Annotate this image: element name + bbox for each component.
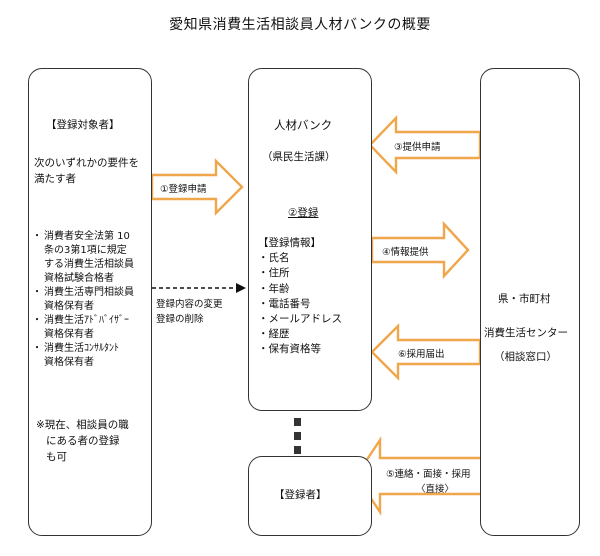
right-line-1: 県・市町村 — [498, 293, 551, 305]
label-hire-notice: ⑥採用届出 — [398, 349, 445, 360]
list-item: 消費者安全法第 10 条の3第1項に規定 する消費生活相談員 資格試験合格者 — [32, 230, 152, 286]
registrant-box — [248, 456, 372, 536]
connector-dot — [294, 446, 301, 454]
list-item: 消費生活ｱﾄﾞﾊﾞｲｻﾞｰ 資格保有者 — [32, 314, 152, 342]
arrow-info-provide — [370, 220, 470, 280]
qualification-list: 消費者安全法第 10 条の3第1項に規定 する消費生活相談員 資格試験合格者 消… — [32, 230, 152, 370]
info-item: ・メールアドレス — [258, 313, 342, 326]
label-change-1: 登録内容の変更 — [156, 299, 223, 310]
page-title: 愛知県消費生活相談員人材バンクの概要 — [169, 17, 431, 33]
consumer-center-box — [480, 68, 580, 536]
right-line-2: 消費生活センター — [484, 327, 568, 339]
info-item: ・年齢 — [258, 282, 290, 295]
info-item: ・住所 — [258, 267, 290, 280]
note-line-2: にある者の登録 — [46, 435, 120, 447]
talent-bank-box — [248, 68, 372, 411]
talent-bank-subtitle: （県民生活課） — [262, 151, 336, 163]
label-change-2: 登録の削除 — [156, 314, 204, 325]
arrow-hire-notice — [370, 323, 482, 381]
right-line-3: （相談窓口） — [494, 351, 557, 363]
info-heading: 【登録情報】 — [258, 237, 321, 249]
list-item: 消費生活専門相談員 資格保有者 — [32, 286, 152, 314]
label-contact-1: ⑤連絡・面接・採用 — [386, 469, 471, 480]
registration-info: 【登録情報】 ・氏名 ・住所 ・年齢 ・電話番号 ・メールアドレス ・経歴 ・保… — [258, 236, 342, 358]
info-item: ・電話番号 — [258, 297, 311, 310]
label-info-provide: ④情報提供 — [382, 247, 429, 258]
arrow-provide-request — [368, 115, 482, 175]
target-heading: 【登録対象者】 — [46, 119, 120, 131]
connector-dot — [294, 432, 301, 440]
registrant-label: 【登録者】 — [274, 489, 327, 501]
note-line-3: も可 — [46, 451, 67, 463]
requirement-line-1: 次のいずれかの要件を — [34, 157, 139, 169]
dashed-arrow-head — [236, 283, 246, 293]
info-item: ・保有資格等 — [258, 343, 321, 356]
arrow-apply — [150, 158, 244, 216]
note-line-1: ※現在、相談員の職 — [36, 419, 129, 431]
connector-dot — [294, 418, 301, 426]
list-item: 消費生活ｺﾝｻﾙﾀﾝﾄ 資格保有者 — [32, 342, 152, 370]
label-provide-request: ③提供申請 — [394, 142, 441, 153]
registration-step: ②登録 — [288, 207, 319, 219]
requirement-line-2: 満たす者 — [34, 173, 76, 185]
label-apply: ①登録申請 — [160, 184, 207, 195]
talent-bank-title: 人材バンク — [274, 118, 333, 132]
info-item: ・経歴 — [258, 328, 290, 341]
label-contact-2: 〈直接〉 — [416, 484, 455, 495]
info-item: ・氏名 — [258, 252, 290, 265]
